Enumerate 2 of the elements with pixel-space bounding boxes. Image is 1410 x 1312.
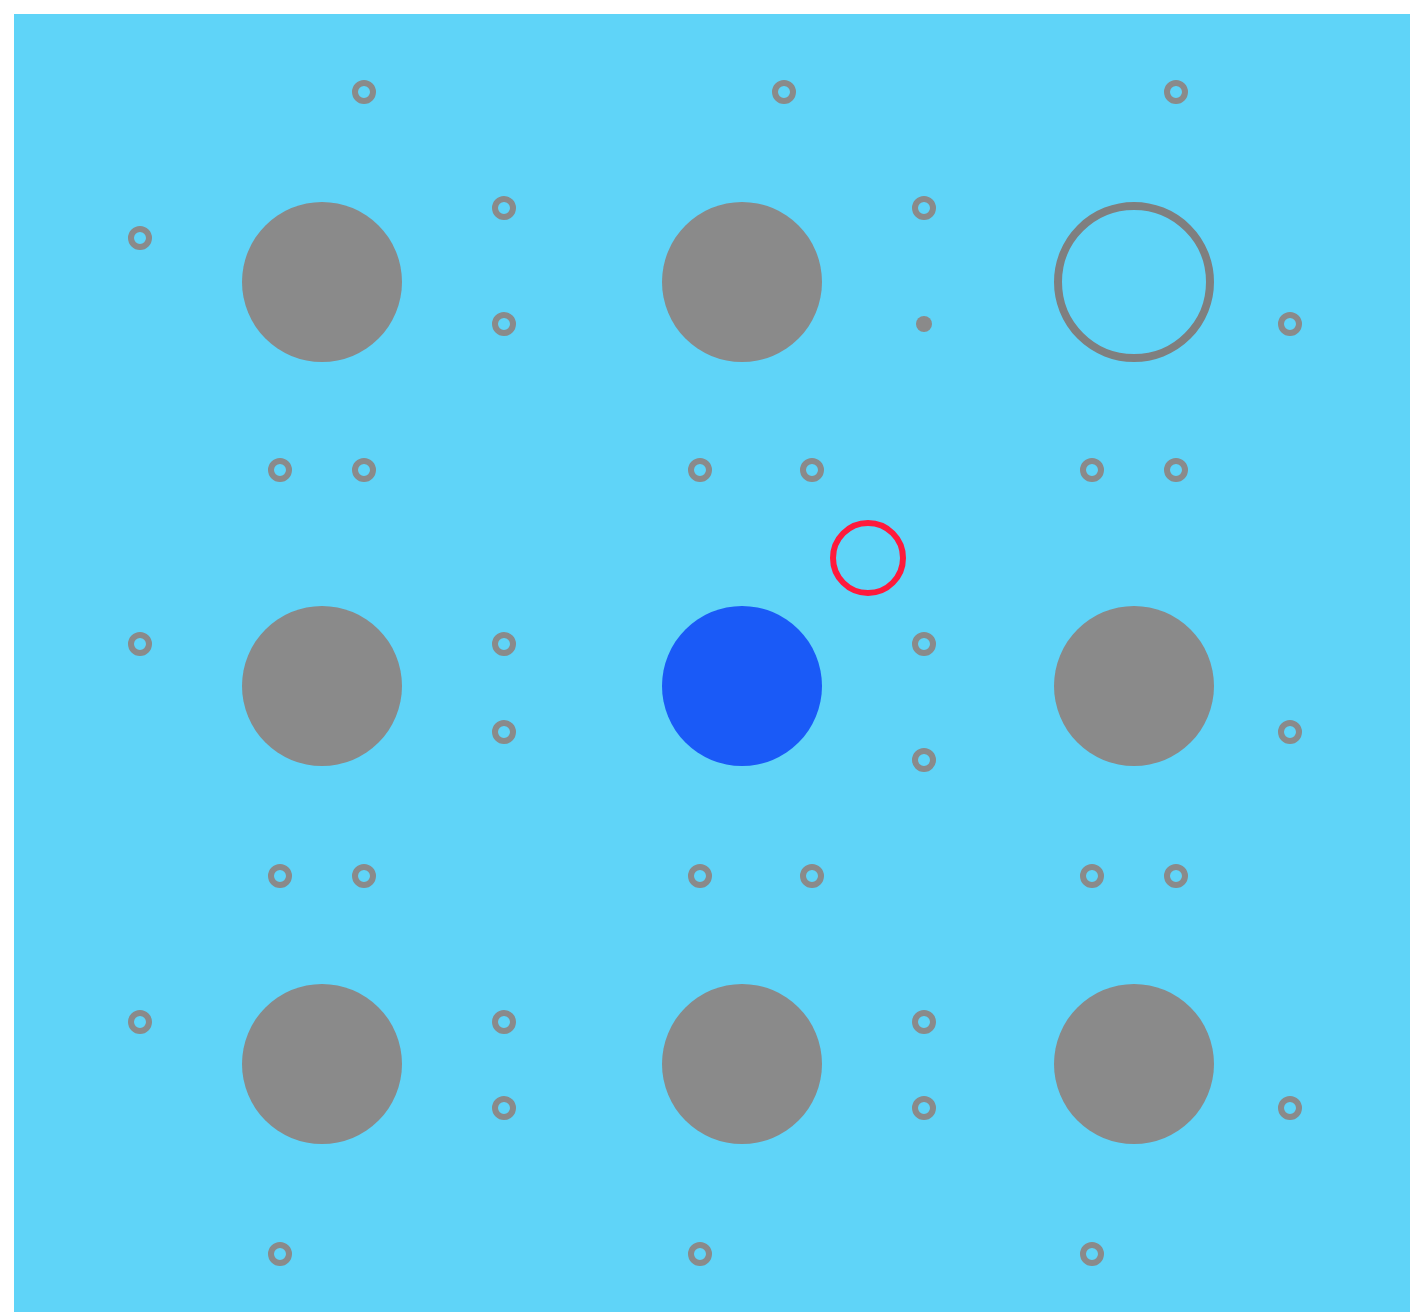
- ring-marker: [830, 520, 906, 596]
- hollow-circle: [1054, 202, 1214, 362]
